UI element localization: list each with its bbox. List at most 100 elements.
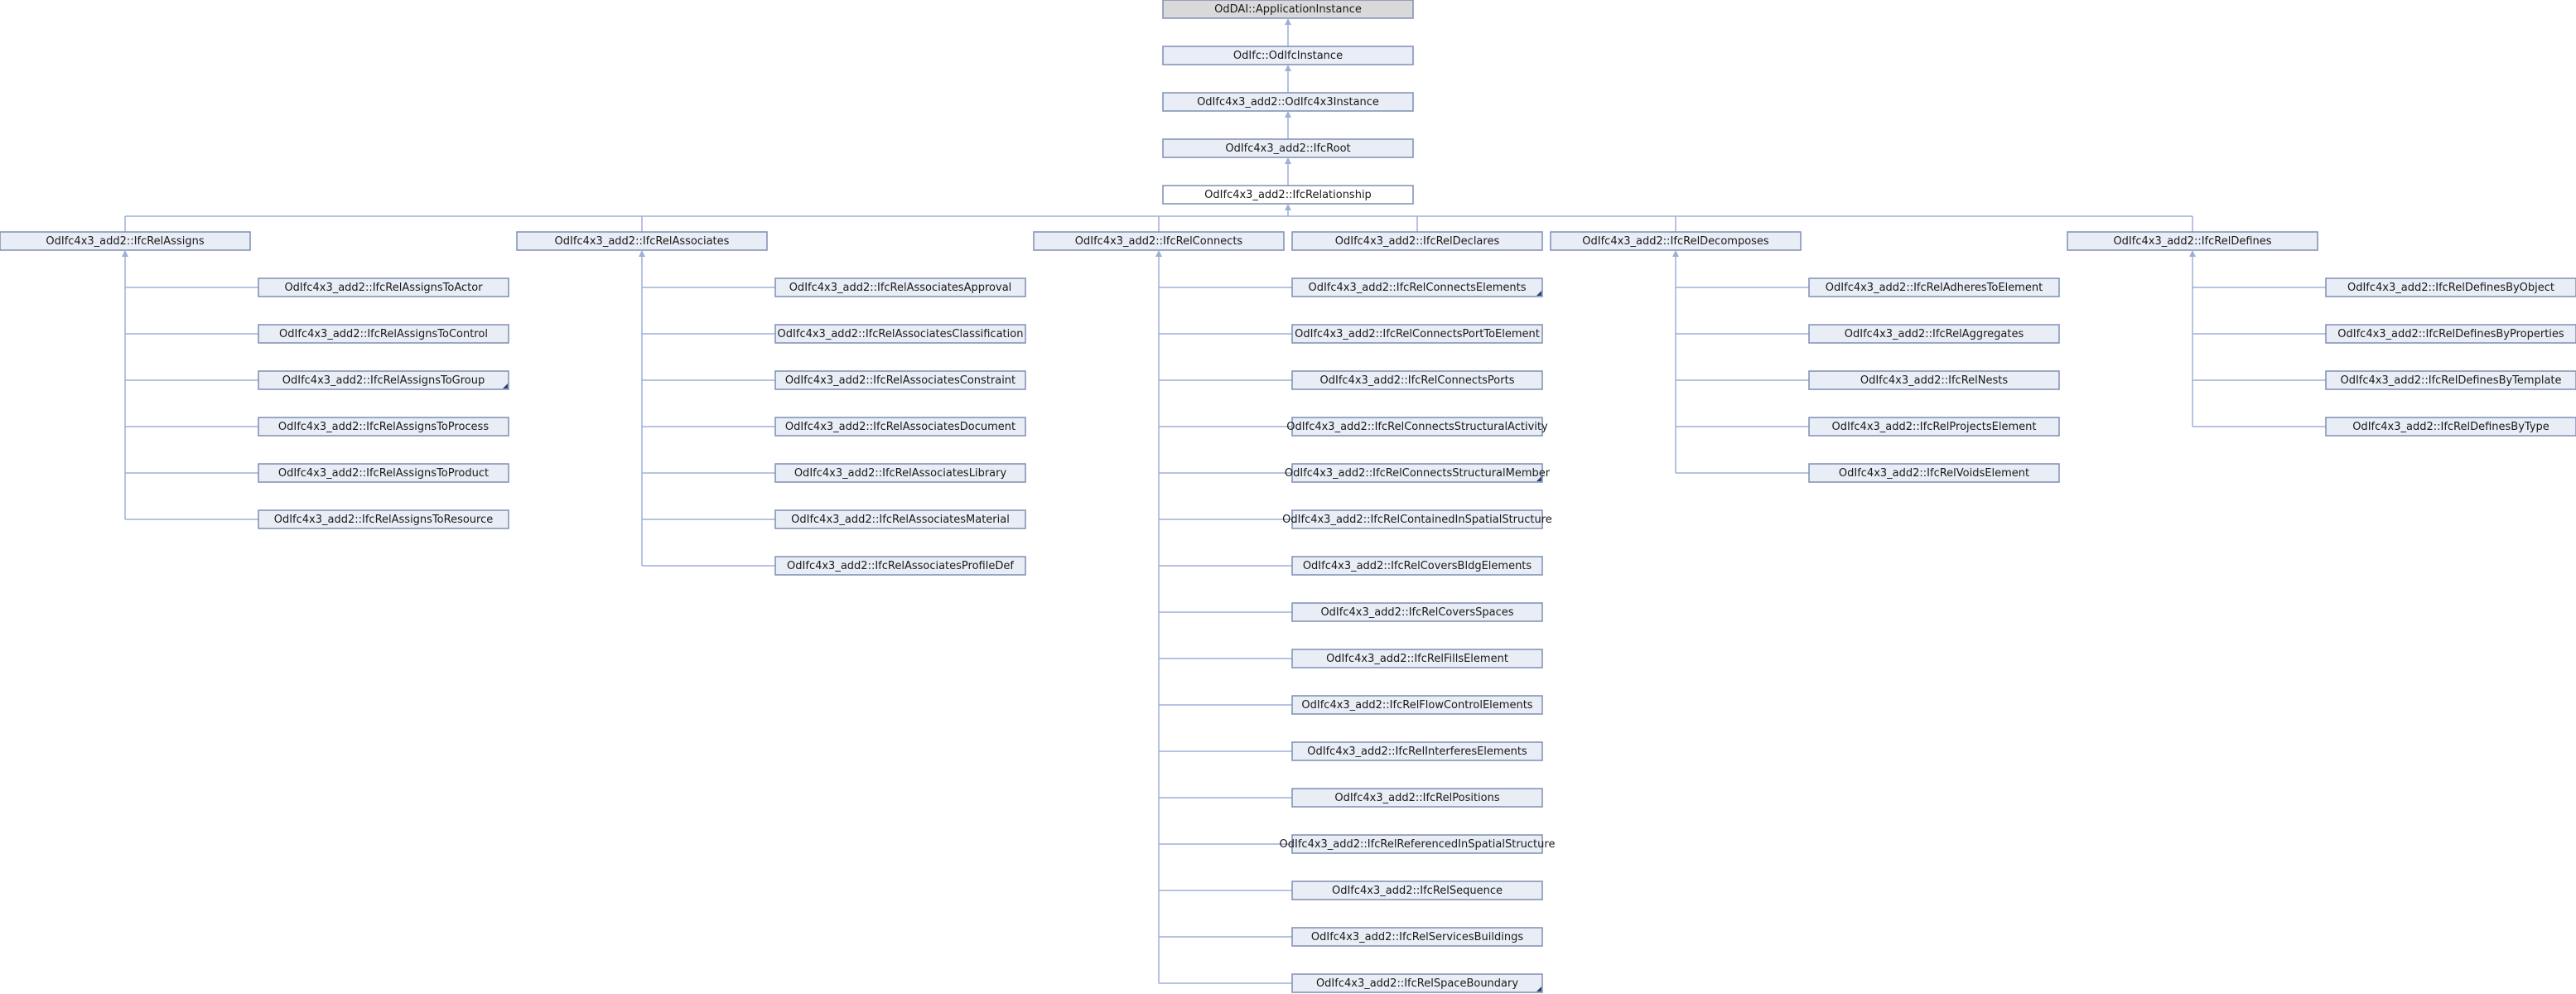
class-node-application-instance[interactable]: OdDAI::ApplicationInstance <box>1162 0 1414 19</box>
class-node-label: OdIfc4x3_add2::IfcRelationship <box>1204 189 1372 201</box>
class-node-ifc-rel-space-boundary[interactable]: OdIfc4x3_add2::IfcRelSpaceBoundary <box>1291 973 1543 993</box>
class-node-ifc-rel-defines-by-type[interactable]: OdIfc4x3_add2::IfcRelDefinesByType <box>2325 417 2576 437</box>
class-node-label: OdIfc4x3_add2::IfcRelAssociatesMaterial <box>791 514 1010 526</box>
class-node-ifc-rel-assigns-to-group[interactable]: OdIfc4x3_add2::IfcRelAssignsToGroup <box>258 370 509 390</box>
class-node-box <box>774 463 1026 483</box>
class-node-box <box>1291 231 1543 251</box>
class-node-ifc-rel-nests[interactable]: OdIfc4x3_add2::IfcRelNests <box>1808 370 2060 390</box>
class-node-box <box>1808 324 2060 344</box>
class-node-ifc-rel-projects-element[interactable]: OdIfc4x3_add2::IfcRelProjectsElement <box>1808 417 2060 437</box>
class-node-ifc-rel-connects-elements[interactable]: OdIfc4x3_add2::IfcRelConnectsElements <box>1291 277 1543 297</box>
class-node-ifc-rel-services-buildings[interactable]: OdIfc4x3_add2::IfcRelServicesBuildings <box>1291 927 1543 947</box>
class-node-label: OdIfc4x3_add2::IfcRelReferencedInSpatial… <box>1280 838 1556 851</box>
class-node-ifc-rel-associates-constraint[interactable]: OdIfc4x3_add2::IfcRelAssociatesConstrain… <box>774 370 1026 390</box>
class-node-label: OdIfc4x3_add2::IfcRelAssignsToActor <box>284 282 483 294</box>
class-node-label: OdIfc4x3_add2::IfcRelAssociatesApproval <box>789 282 1012 294</box>
class-node-box <box>1291 602 1543 622</box>
class-node-label: OdIfc4x3_add2::IfcRelAssociates <box>555 235 730 248</box>
class-node-box <box>1291 277 1543 297</box>
class-node-ifc-rel-positions[interactable]: OdIfc4x3_add2::IfcRelPositions <box>1291 788 1543 808</box>
class-node-label: OdIfc4x3_add2::IfcRelSpaceBoundary <box>1316 977 1518 990</box>
class-node-ifc-rel-connects[interactable]: OdIfc4x3_add2::IfcRelConnects <box>1033 231 1285 251</box>
class-node-label: OdIfc4x3_add2::IfcRoot <box>1225 142 1350 155</box>
class-node-label: OdIfc4x3_add2::IfcRelConnectsStructuralA… <box>1286 421 1548 433</box>
class-node-ifc-rel-assigns-to-actor[interactable]: OdIfc4x3_add2::IfcRelAssignsToActor <box>258 277 509 297</box>
class-node-label: OdIfc4x3_add2::IfcRelAssignsToControl <box>279 328 488 340</box>
class-node-label: OdIfc4x3_add2::IfcRelNests <box>1860 374 2008 387</box>
class-node-ifc-rel-associates-approval[interactable]: OdIfc4x3_add2::IfcRelAssociatesApproval <box>774 277 1026 297</box>
class-node-label: OdIfc4x3_add2::IfcRelContainedInSpatialS… <box>1282 514 1552 526</box>
class-node-od-ifc-instance[interactable]: OdIfc::OdIfcInstance <box>1162 46 1414 65</box>
class-node-od-ifc4x3-instance[interactable]: OdIfc4x3_add2::OdIfc4x3Instance <box>1162 92 1414 112</box>
class-node-ifc-rel-covers-bldg-elements[interactable]: OdIfc4x3_add2::IfcRelCoversBldgElements <box>1291 556 1543 576</box>
class-node-ifc-rel-associates-profile-def[interactable]: OdIfc4x3_add2::IfcRelAssociatesProfileDe… <box>774 556 1026 576</box>
class-node-box <box>1291 370 1543 390</box>
class-node-ifc-rel-assigns-to-process[interactable]: OdIfc4x3_add2::IfcRelAssignsToProcess <box>258 417 509 437</box>
inheritance-arrow <box>1285 157 1291 164</box>
class-node-ifc-rel-associates-material[interactable]: OdIfc4x3_add2::IfcRelAssociatesMaterial <box>774 509 1026 529</box>
class-node-ifc-rel-defines-by-template[interactable]: OdIfc4x3_add2::IfcRelDefinesByTemplate <box>2325 370 2576 390</box>
class-node-box <box>1291 649 1543 668</box>
class-node-label: OdIfc4x3_add2::IfcRelDefinesByType <box>2352 421 2549 433</box>
class-node-ifc-rel-associates-document[interactable]: OdIfc4x3_add2::IfcRelAssociatesDocument <box>774 417 1026 437</box>
class-node-ifc-rel-referenced-in-spatial-structure[interactable]: OdIfc4x3_add2::IfcRelReferencedInSpatial… <box>1280 834 1556 854</box>
class-node-ifc-rel-defines[interactable]: OdIfc4x3_add2::IfcRelDefines <box>2067 231 2318 251</box>
class-node-ifc-rel-voids-element[interactable]: OdIfc4x3_add2::IfcRelVoidsElement <box>1808 463 2060 483</box>
class-node-ifc-rel-associates-library[interactable]: OdIfc4x3_add2::IfcRelAssociatesLibrary <box>774 463 1026 483</box>
class-node-box <box>774 556 1026 576</box>
truncated-subclasses-icon <box>503 384 508 388</box>
class-node-box <box>1291 881 1543 900</box>
class-node-label: OdIfc4x3_add2::IfcRelDefinesByObject <box>2347 282 2554 294</box>
class-node-ifc-rel-adheres-to-element[interactable]: OdIfc4x3_add2::IfcRelAdheresToElement <box>1808 277 2060 297</box>
class-node-label: OdIfc4x3_add2::IfcRelAssociatesProfileDe… <box>787 560 1014 572</box>
class-node-box <box>1291 834 1543 854</box>
class-node-box <box>258 509 509 529</box>
class-node-label: OdIfc::OdIfcInstance <box>1233 50 1343 62</box>
class-node-ifc-rel-declares[interactable]: OdIfc4x3_add2::IfcRelDeclares <box>1291 231 1543 251</box>
class-node-box <box>2325 277 2576 297</box>
class-node-label: OdIfc4x3_add2::IfcRelConnectsPorts <box>1320 374 1515 387</box>
class-node-ifc-rel-associates-classification[interactable]: OdIfc4x3_add2::IfcRelAssociatesClassific… <box>774 324 1026 344</box>
class-node-ifc-root[interactable]: OdIfc4x3_add2::IfcRoot <box>1162 138 1414 158</box>
inheritance-arrow <box>1155 250 1162 257</box>
class-node-ifc-rel-defines-by-object[interactable]: OdIfc4x3_add2::IfcRelDefinesByObject <box>2325 277 2576 297</box>
class-node-ifc-rel-fills-element[interactable]: OdIfc4x3_add2::IfcRelFillsElement <box>1291 649 1543 668</box>
class-node-box <box>258 324 509 344</box>
inheritance-arrow <box>122 250 128 257</box>
class-node-box <box>258 417 509 437</box>
class-node-ifc-rel-contained-in-spatial-structure[interactable]: OdIfc4x3_add2::IfcRelContainedInSpatialS… <box>1282 509 1552 529</box>
class-node-ifc-rel-assigns[interactable]: OdIfc4x3_add2::IfcRelAssigns <box>0 231 251 251</box>
class-node-label: OdIfc4x3_add2::IfcRelAssociatesLibrary <box>794 467 1007 480</box>
class-node-label: OdIfc4x3_add2::IfcRelFillsElement <box>1326 653 1508 665</box>
class-node-ifc-rel-associates[interactable]: OdIfc4x3_add2::IfcRelAssociates <box>516 231 768 251</box>
class-node-label: OdIfc4x3_add2::OdIfc4x3Instance <box>1197 96 1379 109</box>
inheritance-arrow <box>1285 204 1291 210</box>
class-node-ifc-relationship[interactable]: OdIfc4x3_add2::IfcRelationship <box>1162 185 1414 205</box>
class-node-box <box>1291 417 1543 437</box>
class-node-ifc-rel-decomposes[interactable]: OdIfc4x3_add2::IfcRelDecomposes <box>1550 231 1802 251</box>
class-node-ifc-rel-defines-by-properties[interactable]: OdIfc4x3_add2::IfcRelDefinesByProperties <box>2325 324 2576 344</box>
class-node-label: OdIfc4x3_add2::IfcRelDefines <box>2113 235 2271 248</box>
class-node-ifc-rel-connects-structural-activity[interactable]: OdIfc4x3_add2::IfcRelConnectsStructuralA… <box>1286 417 1548 437</box>
class-node-ifc-rel-assigns-to-product[interactable]: OdIfc4x3_add2::IfcRelAssignsToProduct <box>258 463 509 483</box>
class-node-label: OdIfc4x3_add2::IfcRelAssociatesConstrain… <box>785 374 1015 387</box>
class-node-ifc-rel-connects-ports[interactable]: OdIfc4x3_add2::IfcRelConnectsPorts <box>1291 370 1543 390</box>
class-node-ifc-rel-connects-structural-member[interactable]: OdIfc4x3_add2::IfcRelConnectsStructuralM… <box>1285 463 1551 483</box>
class-node-ifc-rel-assigns-to-resource[interactable]: OdIfc4x3_add2::IfcRelAssignsToResource <box>258 509 509 529</box>
class-node-label: OdDAI::ApplicationInstance <box>1214 3 1362 16</box>
class-node-ifc-rel-flow-control-elements[interactable]: OdIfc4x3_add2::IfcRelFlowControlElements <box>1291 695 1543 715</box>
class-node-ifc-rel-connects-port-to-element[interactable]: OdIfc4x3_add2::IfcRelConnectsPortToEleme… <box>1291 324 1543 344</box>
class-node-ifc-rel-aggregates[interactable]: OdIfc4x3_add2::IfcRelAggregates <box>1808 324 2060 344</box>
class-node-box <box>1808 417 2060 437</box>
class-node-label: OdIfc4x3_add2::IfcRelCoversSpaces <box>1320 606 1513 619</box>
class-node-label: OdIfc4x3_add2::IfcRelDefinesByProperties <box>2337 328 2564 340</box>
inheritance-arrow <box>1672 250 1679 257</box>
class-node-box <box>1291 788 1543 808</box>
class-node-ifc-rel-sequence[interactable]: OdIfc4x3_add2::IfcRelSequence <box>1291 881 1543 900</box>
class-node-label: OdIfc4x3_add2::IfcRelConnectsStructuralM… <box>1285 467 1551 480</box>
class-node-box <box>774 417 1026 437</box>
class-node-ifc-rel-covers-spaces[interactable]: OdIfc4x3_add2::IfcRelCoversSpaces <box>1291 602 1543 622</box>
class-node-ifc-rel-assigns-to-control[interactable]: OdIfc4x3_add2::IfcRelAssignsToControl <box>258 324 509 344</box>
inheritance-arrow <box>1285 18 1291 25</box>
class-node-ifc-rel-interferes-elements[interactable]: OdIfc4x3_add2::IfcRelInterferesElements <box>1291 741 1543 761</box>
